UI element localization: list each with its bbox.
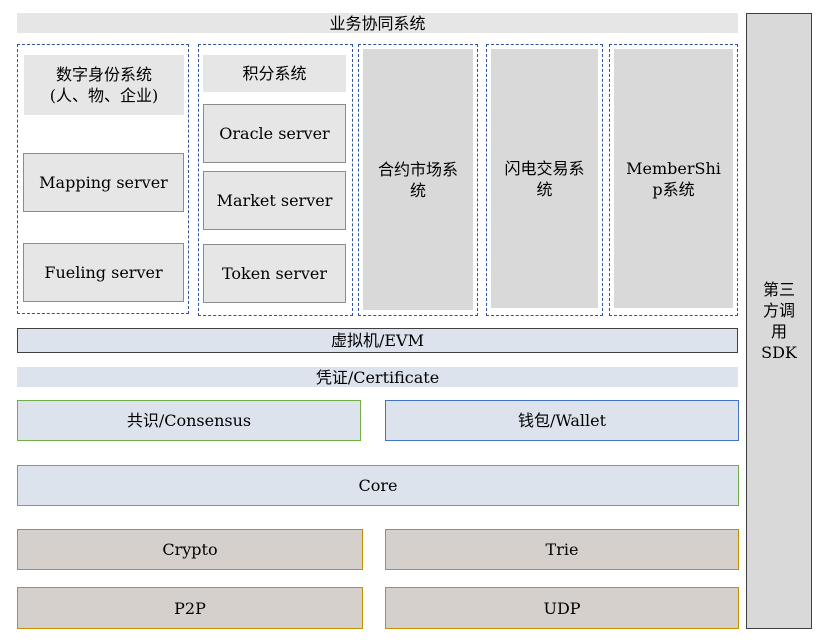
consensus-box: 共识/Consensus	[17, 400, 361, 441]
udp-box: UDP	[385, 587, 739, 629]
crypto-label: Crypto	[162, 540, 218, 559]
p2p-box: P2P	[17, 587, 363, 629]
wallet-label: 钱包/Wallet	[517, 411, 607, 430]
points-group	[198, 44, 353, 316]
oracle-server-box: Oracle server	[203, 104, 346, 163]
digital-identity-label: 数字身份系统 (人、物、企业)	[49, 65, 159, 105]
core-label: Core	[358, 476, 398, 495]
identity-group	[17, 44, 189, 314]
certificate-bar: 凭证/Certificate	[17, 367, 738, 387]
vm-label: 虚拟机/EVM	[330, 331, 424, 350]
oracle-server-label: Oracle server	[219, 124, 330, 143]
mapping-server-box: Mapping server	[23, 153, 184, 212]
token-server-box: Token server	[203, 244, 346, 303]
points-system-label: 积分系统	[242, 64, 307, 83]
fueling-server-box: Fueling server	[23, 243, 184, 302]
udp-label: UDP	[543, 598, 581, 618]
lightning-trade-group	[486, 44, 603, 316]
digital-identity-header: 数字身份系统 (人、物、企业)	[24, 55, 184, 115]
p2p-label: P2P	[174, 598, 206, 618]
crypto-box: Crypto	[17, 529, 363, 570]
mapping-server-label: Mapping server	[39, 173, 168, 192]
fueling-server-label: Fueling server	[44, 263, 163, 282]
trie-box: Trie	[385, 529, 739, 570]
business-collaboration-bar: 业务协同系统	[17, 13, 738, 33]
consensus-label: 共识/Consensus	[126, 411, 252, 430]
vm-bar: 虚拟机/EVM	[17, 328, 738, 353]
wallet-box: 钱包/Wallet	[385, 400, 739, 441]
membership-box: MemberShi p系统	[614, 49, 733, 308]
membership-group	[609, 44, 738, 316]
trie-label: Trie	[545, 540, 579, 559]
market-server-label: Market server	[216, 191, 333, 210]
contract-market-label: 合约市场系 统	[377, 159, 458, 200]
lightning-trade-box: 闪电交易系 统	[491, 49, 598, 308]
certificate-label: 凭证/Certificate	[315, 367, 440, 387]
sdk-column: 第三 方调 用 SDK	[746, 13, 812, 629]
points-system-header: 积分系统	[203, 55, 346, 92]
core-box: Core	[17, 465, 739, 506]
market-server-box: Market server	[203, 171, 346, 230]
sdk-label: 第三 方调 用 SDK	[761, 280, 797, 362]
business-collaboration-label: 业务协同系统	[329, 13, 426, 33]
token-server-label: Token server	[221, 264, 328, 283]
contract-market-box: 合约市场系 统	[363, 49, 473, 310]
contract-market-group	[358, 44, 478, 316]
membership-label: MemberShi p系统	[626, 158, 721, 199]
lightning-trade-label: 闪电交易系 统	[504, 158, 585, 199]
